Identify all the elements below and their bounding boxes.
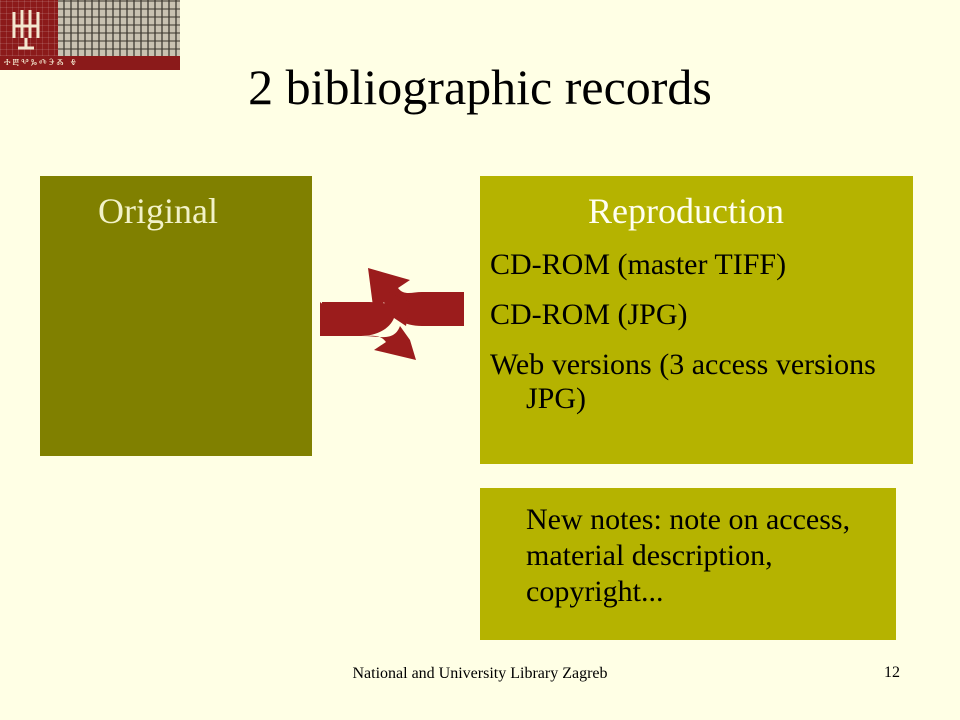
notes-text: New notes: note on access, material desc… (526, 503, 851, 608)
reproduction-list: CD-ROM (master TIFF) CD-ROM (JPG) Web ve… (490, 248, 900, 432)
logo-glyph-icon (12, 10, 40, 50)
footer-text: National and University Library Zagreb (352, 665, 608, 682)
logo-glyph-panel (0, 0, 58, 56)
library-logo-icon: ⰀⰁⰂⰃⰄⰅⰆ Ⰷ (0, 0, 180, 70)
original-box: Original (40, 176, 312, 456)
list-item: CD-ROM (JPG) (490, 298, 688, 331)
reproduction-label: Reproduction (588, 191, 784, 231)
slide-title: 2 bibliographic records (248, 59, 712, 115)
original-label: Original (98, 191, 218, 231)
logo-building-photo (58, 0, 180, 56)
logo-glagolitic-strip: ⰀⰁⰂⰃⰄⰅⰆ Ⰷ (0, 56, 180, 70)
exchange-arrows-icon (320, 268, 464, 360)
page-number: 12 (884, 664, 900, 681)
list-item: CD-ROM (master TIFF) (490, 248, 787, 281)
reproduction-box: Reproduction CD-ROM (master TIFF) CD-ROM… (480, 176, 913, 464)
list-item: Web versions (3 access versions JPG) (490, 348, 876, 415)
notes-box: New notes: note on access, material desc… (480, 488, 896, 640)
